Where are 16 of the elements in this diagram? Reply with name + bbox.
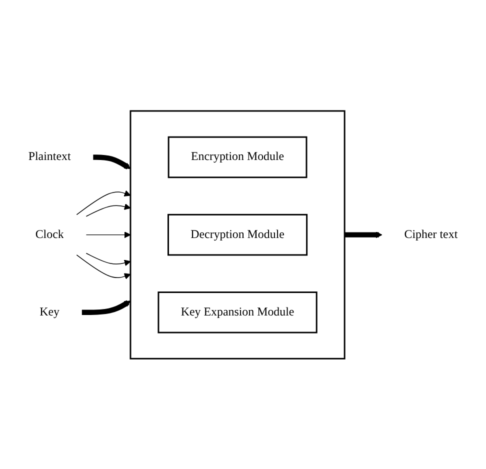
arrow: [86, 252, 131, 266]
node-text: Clock: [35, 228, 64, 240]
arrow: [344, 231, 382, 238]
cluster: [130, 110, 346, 360]
node-box: Encryption Module: [168, 136, 308, 178]
node-text: Cipher text: [404, 228, 458, 240]
arrow: [82, 300, 131, 315]
arrow: [93, 154, 131, 170]
arrow: [86, 231, 131, 238]
node-text: Key: [40, 305, 60, 318]
node-box: Key Expansion Module: [158, 291, 318, 333]
arrow: [76, 190, 131, 215]
node-text: Plaintext: [28, 150, 71, 163]
arrow: [76, 254, 131, 280]
arrow: [86, 203, 131, 216]
node-box: Decryption Module: [168, 214, 308, 256]
